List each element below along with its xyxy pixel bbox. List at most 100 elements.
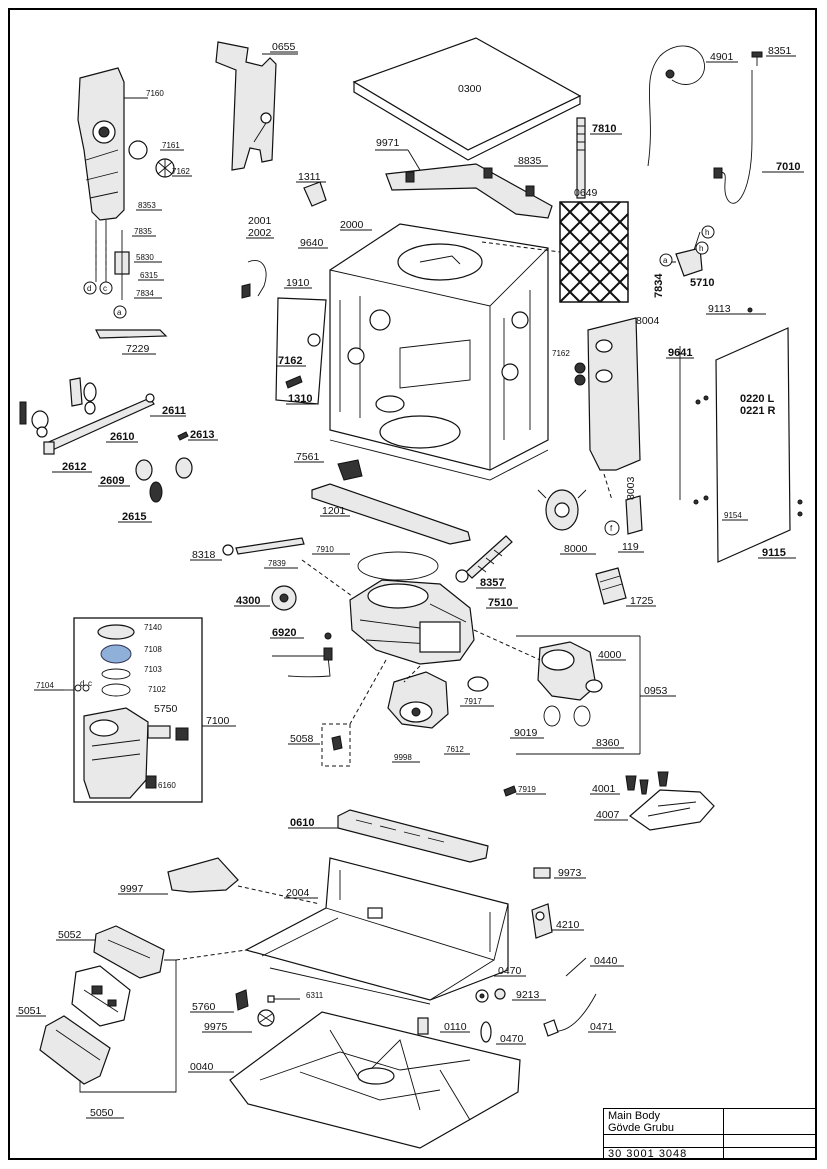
part-1910-side-panel — [275, 297, 327, 405]
part-6920-hose — [272, 632, 333, 678]
part-5058-clip — [321, 659, 387, 767]
label-8351: 8351 — [768, 45, 792, 57]
part-2001-bracket — [241, 260, 267, 299]
part-8004-side-insulation — [574, 317, 641, 471]
label-4000: 4000 — [598, 649, 622, 661]
drawing-frame — [8, 8, 817, 1160]
label-7810: 7810 — [592, 123, 616, 135]
label-5051: 5051 — [18, 1005, 42, 1017]
part-2004-base-frame — [244, 857, 509, 1005]
label-0220: 0220 L — [740, 393, 775, 405]
callout-h2 — [695, 241, 709, 255]
callout-f-text: f — [610, 524, 613, 533]
label-9640: 9640 — [300, 237, 324, 249]
part-0440-spring — [565, 957, 587, 977]
label-2001: 2001 — [248, 215, 272, 227]
label-7835: 7835 — [134, 227, 152, 236]
part-7612-drain-pump — [387, 665, 449, 729]
label-5830: 5830 — [136, 253, 154, 262]
part-7910-ring — [357, 551, 439, 581]
part-5760-sensor — [235, 989, 249, 1011]
label-8318: 8318 — [192, 549, 216, 561]
label-5050: 5050 — [90, 1107, 114, 1119]
callout-a-text: a — [117, 308, 122, 317]
label-1310: 1310 — [288, 393, 312, 405]
callout-a2-text: a — [663, 256, 668, 265]
part-7810-rod — [576, 117, 586, 199]
part-4300-pump — [271, 585, 297, 611]
part-5052-card-holder — [93, 925, 165, 979]
callout-h1-text: h — [705, 228, 709, 237]
label-0040: 0040 — [190, 1061, 214, 1073]
label-7140: 7140 — [144, 623, 162, 632]
part-1310-pin — [285, 375, 303, 389]
part-7561-clip — [337, 459, 363, 481]
part-7917-clamp — [467, 676, 489, 692]
label-4210: 4210 — [556, 919, 580, 931]
label-2615: 2615 — [122, 511, 146, 523]
part-8003-valve — [603, 473, 643, 535]
part-8357-pipe — [455, 535, 513, 583]
label-2609: 2609 — [100, 475, 124, 487]
callout-a — [113, 305, 127, 319]
part-5050-card-frame — [39, 949, 247, 1093]
label-5710: 5710 — [690, 277, 714, 289]
part-2611-clips — [19, 377, 97, 438]
label-5760: 5760 — [192, 1001, 216, 1013]
part-4007-tray — [629, 789, 715, 831]
label-0470a: 0470 — [498, 965, 522, 977]
label-8003: 8003 — [625, 476, 637, 500]
label-0300: 0300 — [458, 83, 482, 95]
label-4300: 4300 — [236, 595, 260, 607]
part-9997-bracket — [167, 857, 321, 905]
part-9971-top-rail — [375, 149, 553, 219]
callout-d2-text: d — [80, 679, 84, 688]
part-0610-front-rail — [337, 809, 489, 863]
label-8357: 8357 — [480, 577, 504, 589]
label-7834b: 7834 — [653, 273, 665, 298]
label-2002: 2002 — [248, 227, 272, 239]
label-9997: 9997 — [120, 883, 144, 895]
callout-d — [83, 281, 97, 295]
label-7160: 7160 — [146, 89, 164, 98]
part-0649-mesh-panel — [559, 201, 629, 303]
label-0649: 0649 — [574, 187, 598, 199]
part-7229-strip — [95, 329, 168, 339]
part-0655-insulation — [215, 41, 298, 171]
part-5830-sensor — [95, 220, 130, 300]
part-9019-ring — [543, 705, 561, 727]
label-8000: 8000 — [564, 543, 588, 555]
label-9113: 9113 — [708, 303, 731, 315]
part-0470-cap — [475, 989, 489, 1003]
label-1311: 1311 — [298, 171, 321, 183]
part-5710-valve — [668, 231, 703, 277]
part-7100-dispenser — [64, 617, 203, 803]
label-0470b: 0470 — [500, 1033, 524, 1045]
callout-c-text: c — [103, 284, 107, 293]
label-5052: 5052 — [58, 929, 82, 941]
callout-f — [604, 520, 620, 536]
label-7100: 7100 — [206, 715, 230, 727]
label-9213: 9213 — [516, 989, 540, 1001]
part-0220-side-panel — [679, 307, 803, 563]
label-2611: 2611 — [162, 405, 186, 417]
label-7010: 7010 — [776, 161, 800, 173]
label-9641: 9641 — [668, 347, 692, 359]
title-block-cell — [604, 1135, 724, 1148]
part-labels: 0655 0300 4901 8351 7160 7161 7162 8353 … — [16, 41, 804, 1119]
label-4007: 4007 — [596, 809, 620, 821]
label-6160: 6160 — [158, 781, 176, 790]
callout-h1 — [701, 225, 715, 239]
part-5051-control-card — [71, 965, 131, 1027]
part-0040-base-tray — [229, 1011, 521, 1149]
part-6311-spring — [267, 995, 300, 1003]
label-1201: 1201 — [322, 505, 346, 517]
label-7839: 7839 — [268, 559, 286, 568]
part-2000-tub — [329, 223, 561, 481]
label-2610: 2610 — [110, 431, 134, 443]
part-7160-side-duct — [77, 67, 148, 221]
callout-d-text: d — [87, 284, 91, 293]
label-7108: 7108 — [144, 645, 162, 654]
title-block-code: 30 3001 3048 — [604, 1148, 724, 1160]
part-0300-top-plate — [352, 37, 582, 161]
